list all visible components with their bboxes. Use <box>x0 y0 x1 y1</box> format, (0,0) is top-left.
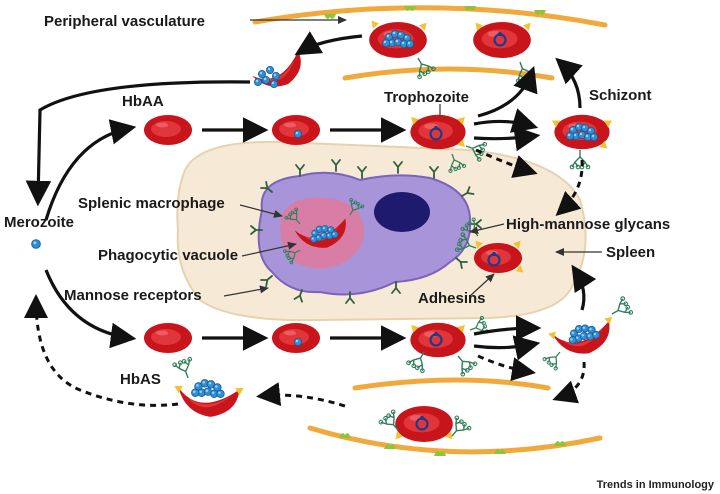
label-schizont: Schizont <box>589 87 652 104</box>
label-splenic-macrophage: Splenic macrophage <box>78 195 225 212</box>
label-trophozoite: Trophozoite <box>384 89 469 106</box>
hbaa-early-infected-rbc <box>272 115 320 145</box>
sequestered-trophozoite-bottom <box>392 406 456 442</box>
label-peripheral-vasculature: Peripheral vasculature <box>44 13 205 30</box>
solid-arrows <box>25 31 597 361</box>
journal-credit: Trends in Immunology <box>597 479 715 491</box>
label-hbas: HbAS <box>120 371 161 388</box>
dashed-arrows <box>24 148 586 408</box>
hbas-trophozoite-glycan-3 <box>466 315 490 339</box>
label-high-mannose-glycans: High-mannose glycans <box>506 216 670 233</box>
label-spleen: Spleen <box>606 244 655 261</box>
sequestered-schizont-top <box>368 18 430 58</box>
bursting-glycan-bottom <box>171 356 198 383</box>
label-merozoite: Merozoite <box>4 214 74 231</box>
hbas-early-infected-rbc <box>272 323 320 353</box>
label-pointers <box>223 16 602 297</box>
label-hbaa: HbAA <box>122 93 164 110</box>
sequestered-glycan-top <box>408 52 437 80</box>
hbas-schizont-glycan-2 <box>541 345 568 372</box>
label-mannose-receptors: Mannose receptors <box>64 287 202 304</box>
bursting-schizont-bottom <box>172 380 246 417</box>
hbaa-schizont-rbc <box>549 114 615 152</box>
label-phagocytic-vacuole: Phagocytic vacuole <box>98 247 238 264</box>
label-adhesins: Adhesins <box>418 290 486 307</box>
free-merozoite <box>31 239 41 249</box>
hbas-uninfected-rbc <box>144 323 192 353</box>
vessel-wall-bottom-upper <box>352 377 551 391</box>
hbaa-schizont-glycan <box>569 149 591 170</box>
sequestered-trophozoite-top <box>472 20 534 58</box>
vessel-wall-top-upper <box>252 5 608 28</box>
macrophage-nucleus <box>374 192 430 232</box>
hbas-trophozoite-rbc <box>408 322 468 358</box>
hbaa-trophozoite-rbc <box>408 114 468 150</box>
hbaa-uninfected-rbc <box>144 115 192 145</box>
